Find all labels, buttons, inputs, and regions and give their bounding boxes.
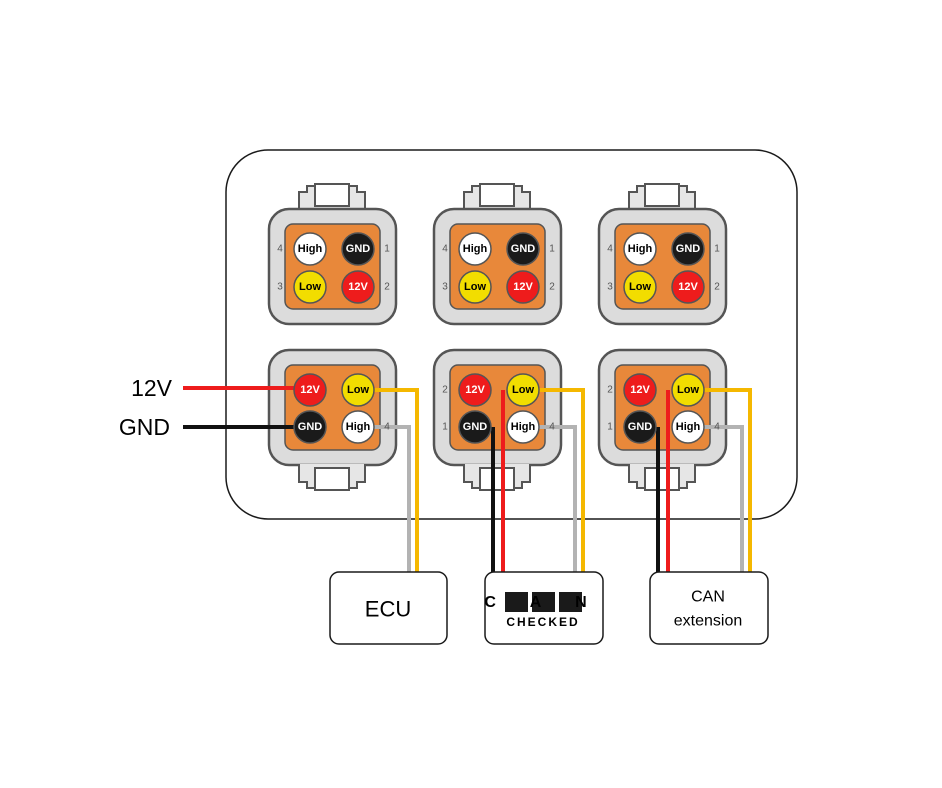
pin-low: Low [293,270,327,304]
pin-high: High [623,232,657,266]
pin-low: Low [671,373,705,407]
pin-number: 3 [442,282,448,293]
pin-high: High [671,410,705,444]
svg-text:GND: GND [346,243,371,255]
ecu-label: ECU [365,597,411,622]
pin-number: 3 [277,282,283,293]
pin-gnd: GND [623,410,657,444]
pin-low: Low [341,373,375,407]
pin-number: 2 [607,385,613,396]
pin-number: 4 [277,244,283,255]
pin-number: 4 [442,244,448,255]
pin-gnd: GND [506,232,540,266]
pin-12v: 12V [341,270,375,304]
svg-text:12V: 12V [300,384,320,396]
device-can-checked: C A N CHECKED [484,571,604,645]
svg-text:12V: 12V [630,384,650,396]
pin-number: 2 [549,282,555,293]
svg-text:Low: Low [629,281,651,293]
pin-low: Low [458,270,492,304]
svg-text:Low: Low [677,384,699,396]
svg-text:GND: GND [628,421,653,433]
svg-text:Low: Low [464,281,486,293]
pin-number: 3 [607,282,613,293]
pin-12v: 12V [293,373,327,407]
svg-text:C A N: C A N [484,594,601,611]
pin-12v: 12V [671,270,705,304]
cc-can-low-wire [537,388,585,572]
pin-number: 4 [607,244,613,255]
pin-gnd: GND [293,410,327,444]
pin-number: 1 [549,244,555,255]
pin-high: High [293,232,327,266]
device-ecu: ECU [329,571,448,645]
supply-12v-label: 12V [131,375,173,401]
svg-text:12V: 12V [465,384,485,396]
pin-high: High [506,410,540,444]
pin-12v: 12V [458,373,492,407]
svg-text:12V: 12V [678,281,698,293]
pin-number: 2 [384,282,390,293]
svg-text:Low: Low [299,281,321,293]
pin-low: Low [506,373,540,407]
pin-number: 4 [549,422,555,433]
can-checked-logo: C A N CHECKED [484,592,601,629]
ecu-can-low-wire [372,388,419,572]
can-extension-label-line1: CAN [691,589,725,606]
svg-text:High: High [463,243,488,255]
svg-text:Low: Low [512,384,534,396]
pin-gnd: GND [458,410,492,444]
pin-gnd: GND [671,232,705,266]
pin-high: High [458,232,492,266]
pin-number: 1 [442,422,448,433]
svg-text:GND: GND [676,243,701,255]
ext-can-low-wire [702,388,752,572]
can-extension-label-line2: extension [674,613,743,630]
svg-text:High: High [511,421,536,433]
svg-text:12V: 12V [513,281,533,293]
device-can-extension: CAN extension [649,571,769,645]
pin-gnd: GND [341,232,375,266]
pin-number: 4 [384,422,390,433]
svg-text:CHECKED: CHECKED [506,615,579,629]
pin-number: 2 [442,385,448,396]
pin-number: 4 [714,422,720,433]
ecu-can-high-wire [372,425,411,572]
svg-text:Low: Low [347,384,369,396]
pin-number: 1 [714,244,720,255]
svg-text:High: High [676,421,701,433]
pin-number: 1 [607,422,613,433]
svg-text:High: High [628,243,653,255]
svg-text:High: High [346,421,371,433]
pin-12v: 12V [506,270,540,304]
supply-gnd-label: GND [119,414,170,440]
svg-text:High: High [298,243,323,255]
svg-text:12V: 12V [348,281,368,293]
svg-text:GND: GND [298,421,323,433]
pin-number: 2 [714,282,720,293]
pin-12v: 12V [623,373,657,407]
pin-low: Low [623,270,657,304]
cc-can-high-wire [537,425,577,572]
pin-high: High [341,410,375,444]
pin-number: 1 [384,244,390,255]
ext-can-high-wire [702,425,744,572]
svg-text:GND: GND [463,421,488,433]
svg-text:GND: GND [511,243,536,255]
